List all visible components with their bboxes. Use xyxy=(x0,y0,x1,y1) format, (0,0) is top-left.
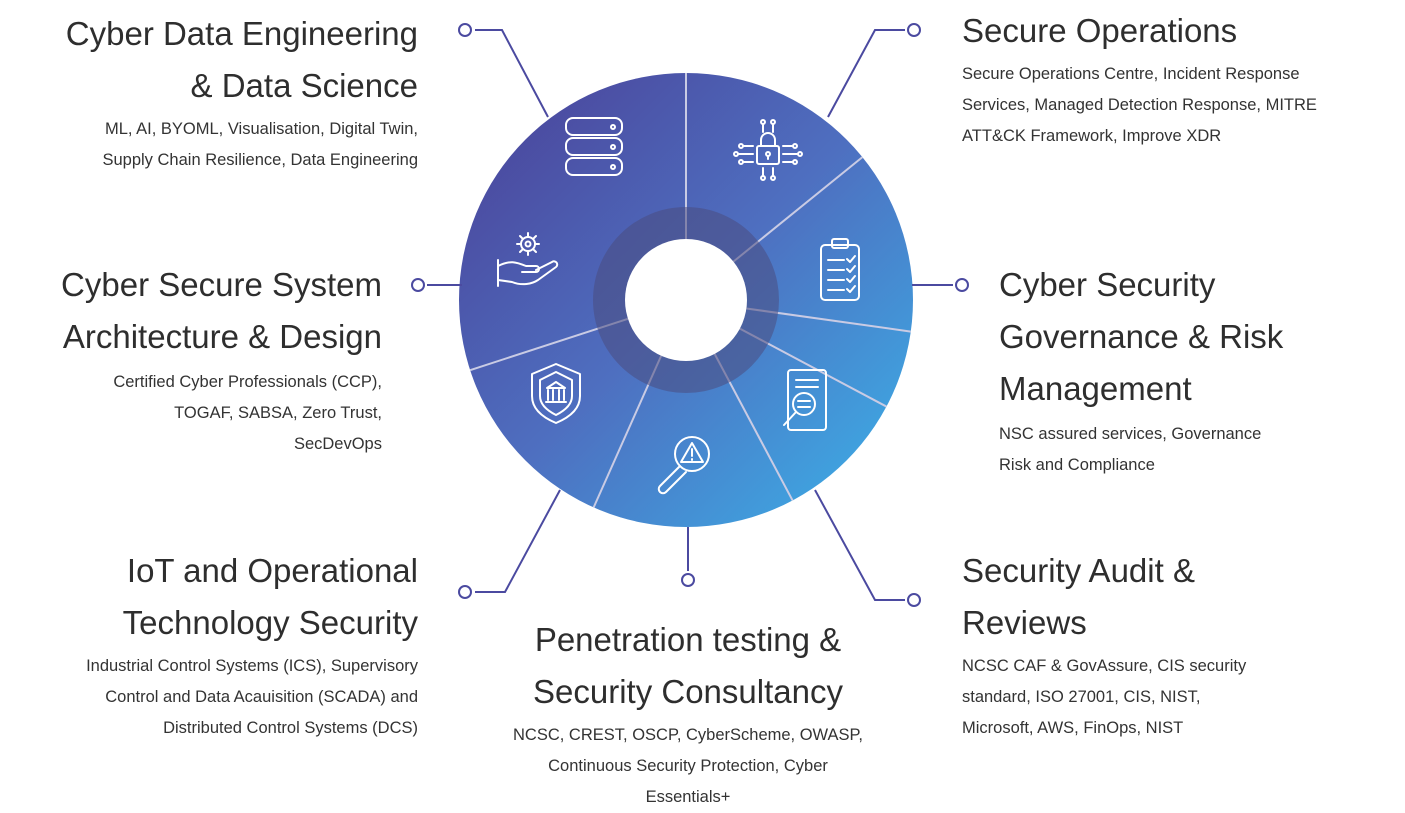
connector-node-iot xyxy=(458,585,472,599)
service-secure-operations: Secure Operations Secure Operations Cent… xyxy=(962,5,1402,152)
connector-node-data-engineering xyxy=(458,23,472,37)
checklist-clipboard-icon xyxy=(820,238,860,301)
center-hub xyxy=(625,239,747,361)
connector-iot xyxy=(475,489,561,593)
service-description: Secure Operations Centre, Incident Respo… xyxy=(962,65,1317,145)
service-pentest: Penetration testing & Security Consultan… xyxy=(478,614,898,813)
service-title: Security Audit & Reviews xyxy=(962,552,1195,641)
service-audit: Security Audit & Reviews NCSC CAF & GovA… xyxy=(962,545,1382,744)
connector-node-governance xyxy=(955,278,969,292)
connector-secure-operations xyxy=(827,29,905,118)
service-title: IoT and Operational Technology Security xyxy=(122,552,418,641)
service-description: NCSC CAF & GovAssure, CIS security stand… xyxy=(962,657,1247,737)
connector-node-audit xyxy=(907,593,921,607)
service-iot: IoT and Operational Technology Security … xyxy=(0,545,418,744)
service-description: ML, AI, BYOML, Visualisation, Digital Tw… xyxy=(102,120,418,169)
service-architecture: Cyber Secure System Architecture & Desig… xyxy=(20,259,382,460)
service-title: Cyber Secure System Architecture & Desig… xyxy=(61,266,382,355)
database-icon xyxy=(565,117,623,176)
service-description: Industrial Control Systems (ICS), Superv… xyxy=(86,657,418,737)
service-description: NSC assured services, Governance Risk an… xyxy=(999,425,1262,474)
hand-gear-icon xyxy=(497,232,559,287)
service-title: Cyber Data Engineering & Data Science xyxy=(65,15,418,104)
warning-search-icon xyxy=(657,436,710,495)
service-title: Secure Operations xyxy=(962,12,1238,49)
service-title: Penetration testing & Security Consultan… xyxy=(533,621,843,710)
service-data-engineering: Cyber Data Engineering & Data Science ML… xyxy=(20,8,418,176)
service-title: Cyber Security Governance & Risk Managem… xyxy=(999,266,1284,407)
connector-data-engineering xyxy=(475,29,549,118)
document-search-icon xyxy=(783,369,827,431)
shield-building-icon xyxy=(531,363,581,424)
connector-node-pentest xyxy=(681,573,695,587)
connector-node-architecture xyxy=(411,278,425,292)
service-governance: Cyber Security Governance & Risk Managem… xyxy=(999,259,1399,481)
service-description: Certified Cyber Professionals (CCP), TOG… xyxy=(113,373,382,453)
connector-node-secure-operations xyxy=(907,23,921,37)
segment-separators xyxy=(469,73,911,508)
connector-audit xyxy=(814,489,905,601)
service-description: NCSC, CREST, OSCP, CyberScheme, OWASP, C… xyxy=(513,726,863,806)
network-lock-icon xyxy=(733,119,803,181)
